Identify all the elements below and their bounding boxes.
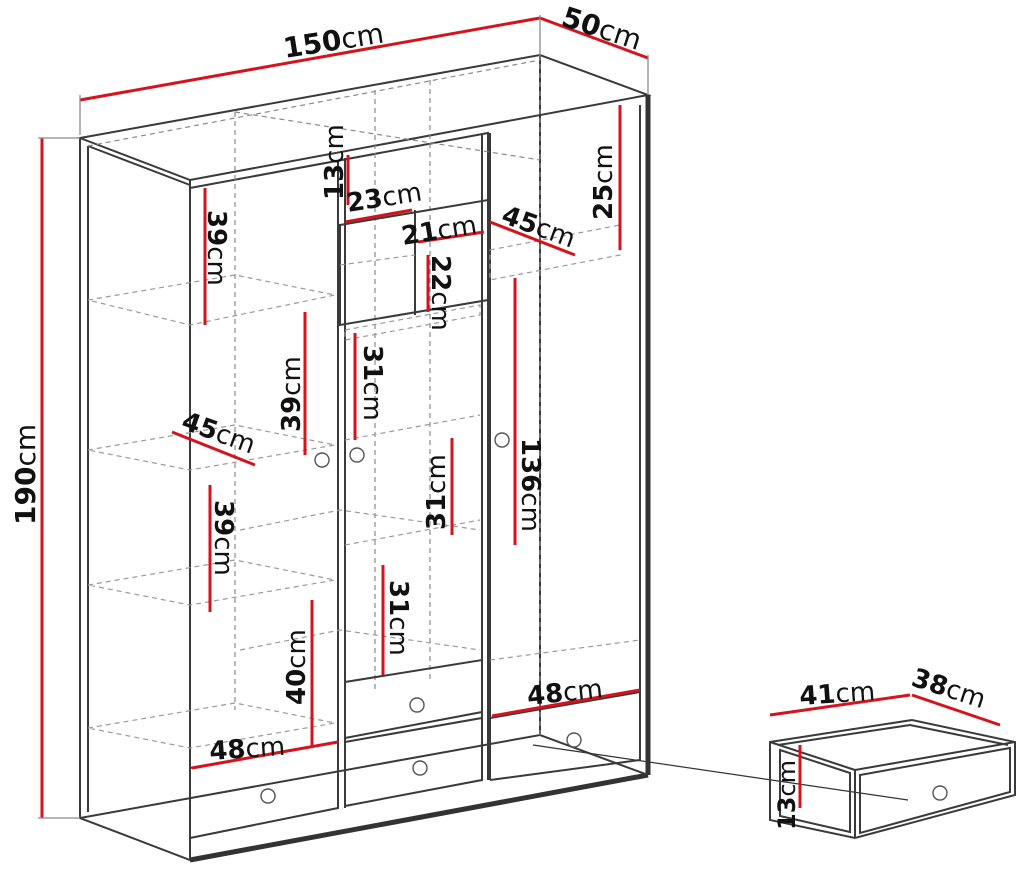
drawer-width-label: 41cm bbox=[798, 677, 876, 712]
width-label: 150cm bbox=[281, 17, 386, 65]
knob bbox=[260, 788, 276, 804]
dim-21-label: 21cm bbox=[399, 210, 479, 251]
dim-39-a-label: 39cm bbox=[201, 210, 231, 286]
dim-13-label: 13cm bbox=[320, 124, 350, 200]
dimension-lines bbox=[38, 15, 649, 819]
dim-23-label: 23cm bbox=[344, 177, 424, 218]
dim-136-label: 136cm bbox=[515, 438, 545, 532]
dim-39-b-label: 39cm bbox=[277, 356, 307, 432]
drawer-callout-line bbox=[532, 744, 909, 801]
dimension-labels: 150cm 50cm 190cm 13cm 23cm 21cm 22cm 45c… bbox=[9, 0, 646, 767]
drawer-knob bbox=[932, 785, 948, 801]
dim-39-c-label: 39cm bbox=[208, 500, 238, 576]
dim-40-label: 40cm bbox=[282, 629, 312, 705]
dim-48-right-label: 48cm bbox=[526, 674, 605, 712]
dim-22-label: 22cm bbox=[425, 255, 455, 331]
height-label: 190cm bbox=[9, 424, 42, 525]
knob bbox=[349, 447, 365, 463]
dim-31-b-label: 31cm bbox=[422, 454, 452, 530]
knob bbox=[409, 697, 425, 713]
knob bbox=[494, 432, 510, 448]
dim-25-label: 25cm bbox=[589, 144, 619, 220]
dim-31-c-label: 31cm bbox=[383, 580, 413, 656]
depth-label: 50cm bbox=[558, 0, 646, 57]
knob bbox=[566, 732, 582, 748]
knob bbox=[314, 452, 330, 468]
drawer-height-label: 13cm bbox=[773, 760, 801, 830]
dim-31-a-label: 31cm bbox=[357, 345, 387, 421]
wardrobe-body bbox=[76, 53, 652, 863]
drawer-detail: 41cm 38cm 13cm bbox=[769, 663, 1016, 840]
dim-48-left-label: 48cm bbox=[208, 732, 286, 767]
knob bbox=[412, 760, 428, 776]
